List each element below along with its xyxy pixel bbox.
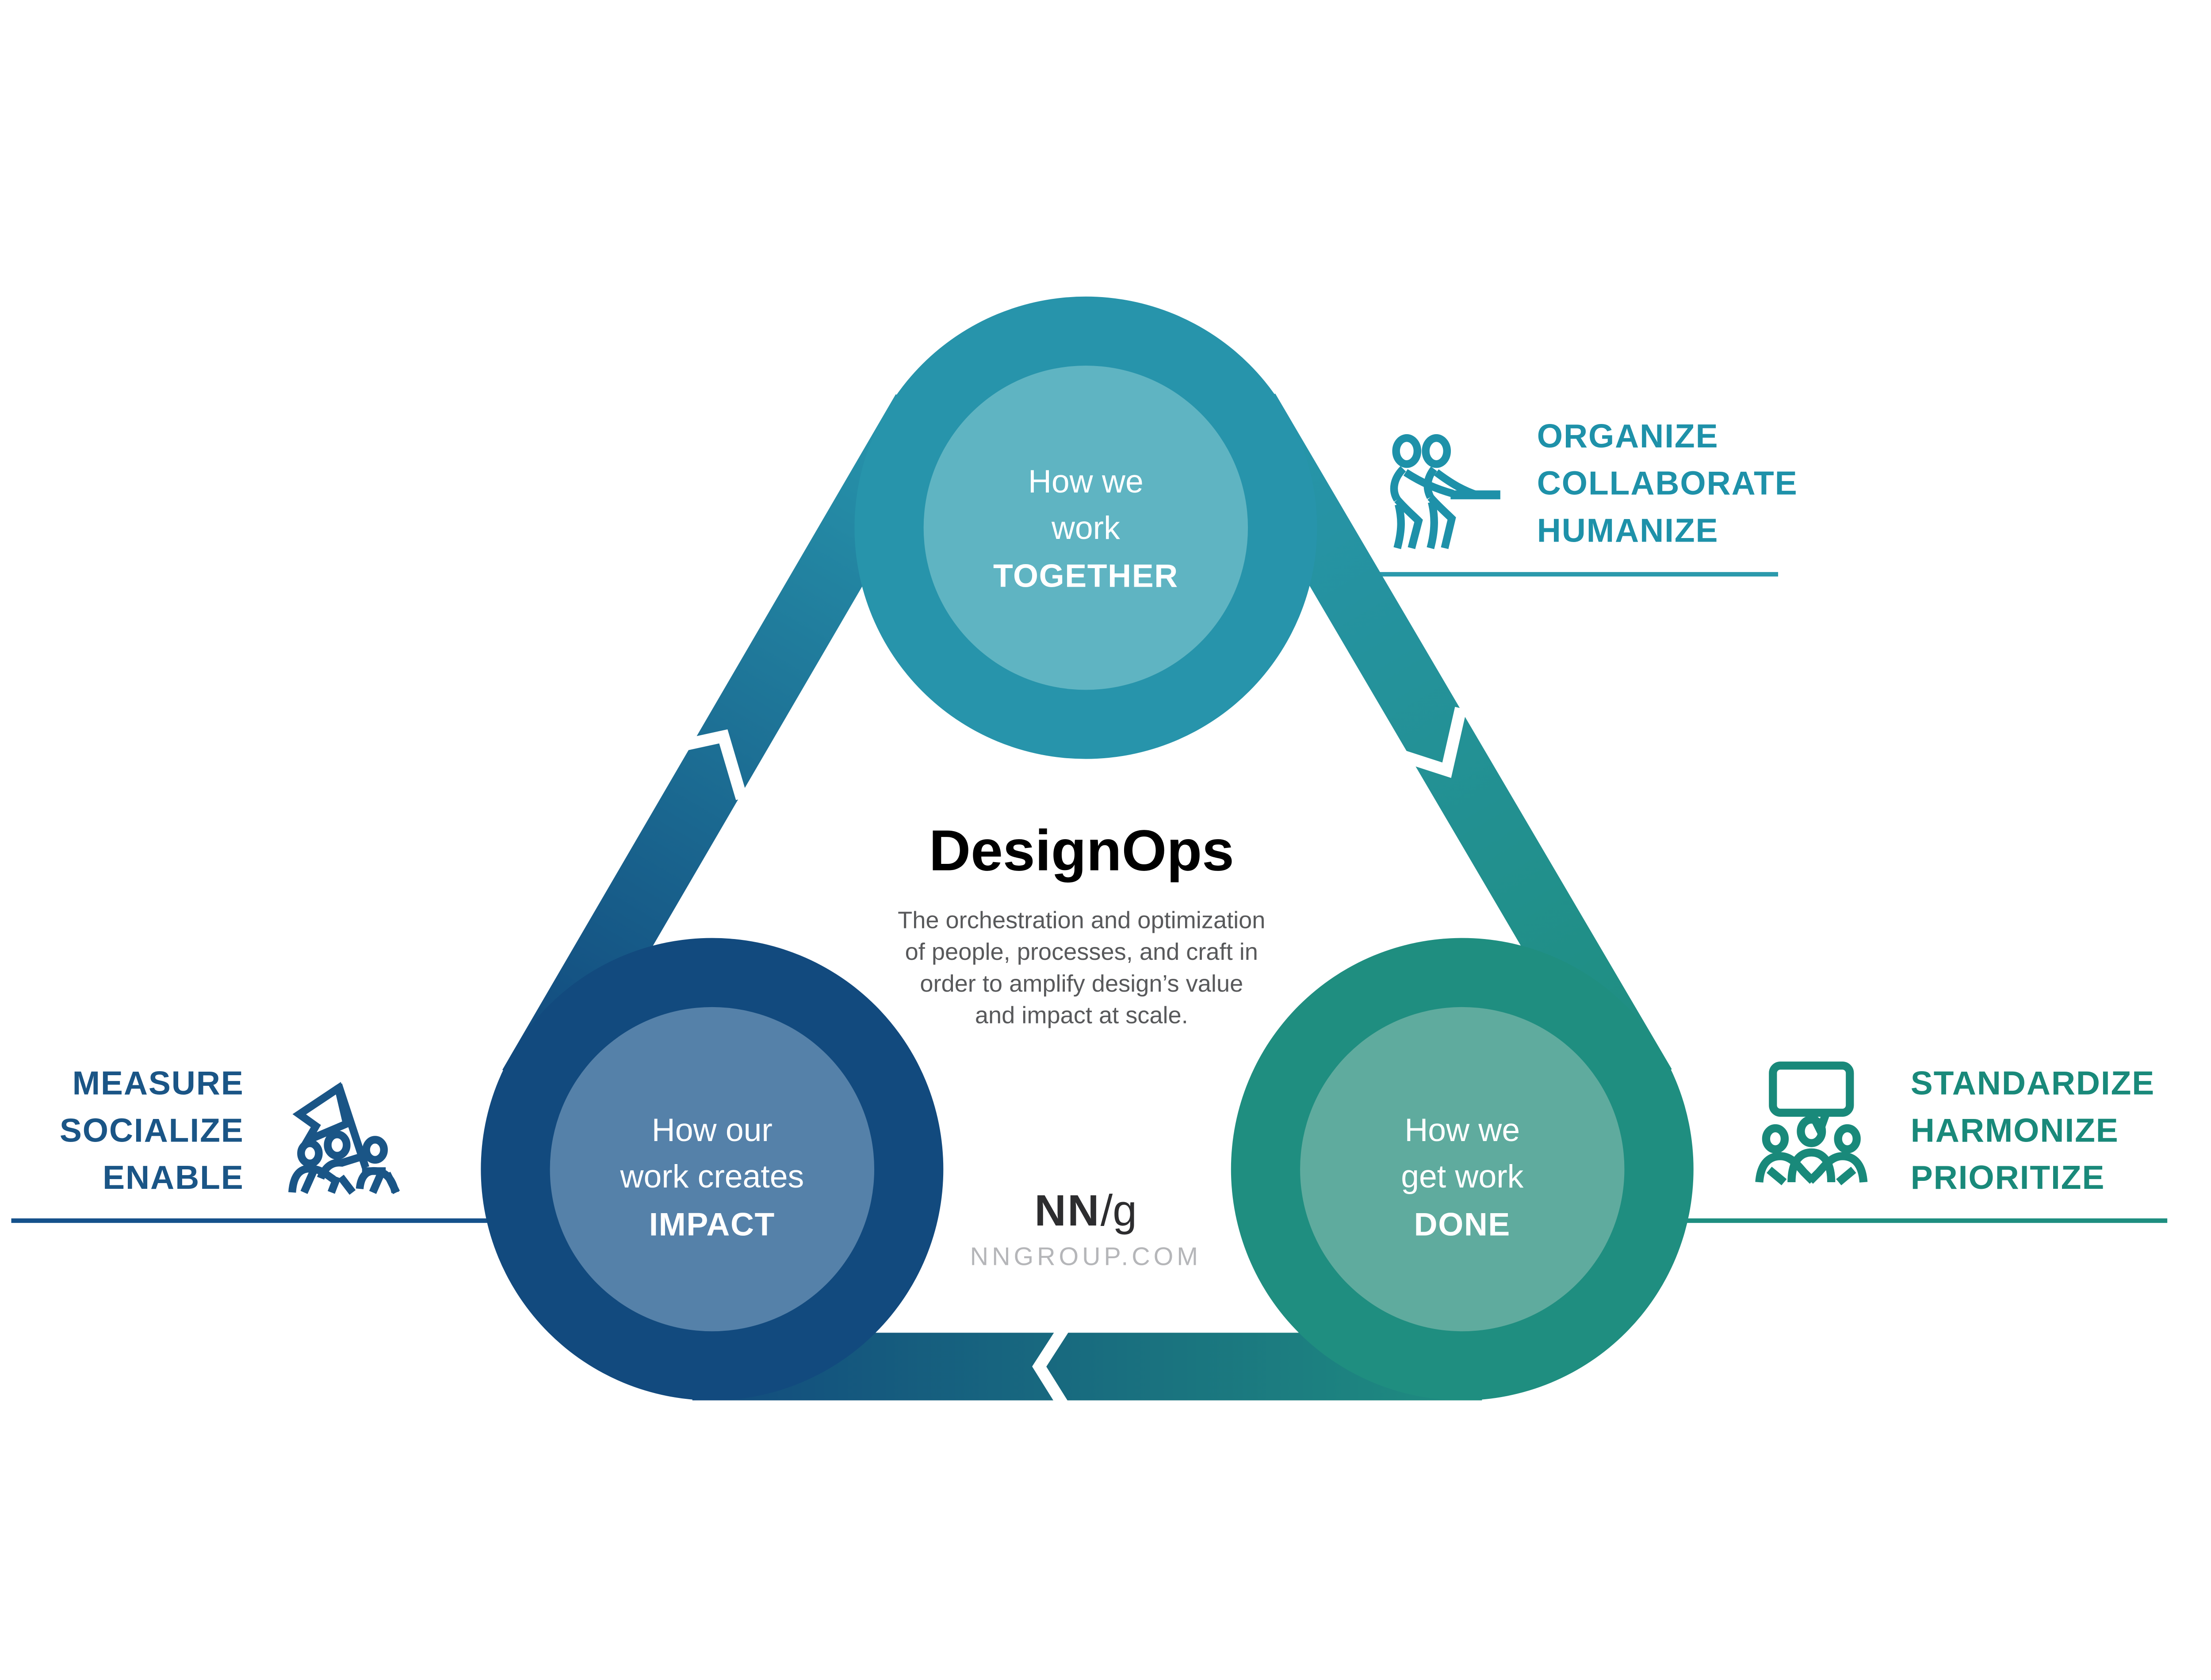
- impact-line3: IMPACT: [649, 1206, 775, 1242]
- together-line3: TOGETHER: [993, 558, 1178, 594]
- done-inner-circle: [1300, 1007, 1625, 1332]
- flag-team-icon: [288, 1082, 400, 1195]
- callout-together-item: COLLABORATE: [1537, 465, 1798, 502]
- callout-done-item: PRIORITIZE: [1911, 1159, 2105, 1196]
- impact-line2: work creates: [620, 1158, 804, 1195]
- description-line: order to amplify design’s value: [920, 970, 1243, 997]
- flow-chevron-left: [677, 729, 748, 800]
- description-line: of people, processes, and craft in: [905, 939, 1258, 965]
- page-title: DesignOps: [929, 818, 1234, 883]
- node-impact: How our work creates IMPACT: [481, 938, 944, 1401]
- callout-together-item: ORGANIZE: [1537, 417, 1719, 454]
- nng-logo: NN/g: [1035, 1186, 1137, 1235]
- callout-impact: MEASURE SOCIALIZE ENABLE: [60, 1065, 400, 1196]
- callout-together-item: HUMANIZE: [1537, 512, 1719, 549]
- together-inner-circle: [923, 365, 1248, 690]
- done-line3: DONE: [1414, 1206, 1511, 1242]
- website-url: NNGROUP.COM: [970, 1242, 1201, 1271]
- callout-done-item: STANDARDIZE: [1911, 1065, 2155, 1102]
- nng-logo-g: /g: [1101, 1186, 1137, 1235]
- description-line: The orchestration and optimization: [898, 907, 1265, 933]
- done-line2: get work: [1401, 1158, 1523, 1195]
- center-block: DesignOps The orchestration and optimiza…: [898, 818, 1265, 1271]
- together-line2: work: [1051, 510, 1120, 546]
- node-together: How we work TOGETHER: [854, 296, 1317, 759]
- callout-together: ORGANIZE COLLABORATE HUMANIZE: [1390, 417, 1798, 550]
- flow-chevron-right: [1397, 706, 1467, 778]
- callout-impact-item: SOCIALIZE: [60, 1111, 244, 1149]
- impact-line1: How our: [652, 1112, 773, 1148]
- description-line: and impact at scale.: [975, 1002, 1188, 1029]
- meeting-discussion-icon: [1755, 1061, 1868, 1186]
- done-line1: How we: [1404, 1112, 1520, 1148]
- together-line1: How we: [1028, 463, 1144, 500]
- tug-of-war-icon: [1390, 434, 1500, 550]
- flow-chevron-bottom: [1032, 1319, 1073, 1415]
- nng-logo-nn: NN: [1035, 1186, 1101, 1235]
- callout-impact-item: ENABLE: [103, 1159, 244, 1196]
- callout-done: STANDARDIZE HARMONIZE PRIORITIZE: [1755, 1061, 2155, 1196]
- callout-done-item: HARMONIZE: [1911, 1111, 2119, 1149]
- callout-impact-item: MEASURE: [73, 1065, 244, 1102]
- node-done: How we get work DONE: [1231, 938, 1694, 1401]
- impact-inner-circle: [550, 1007, 875, 1332]
